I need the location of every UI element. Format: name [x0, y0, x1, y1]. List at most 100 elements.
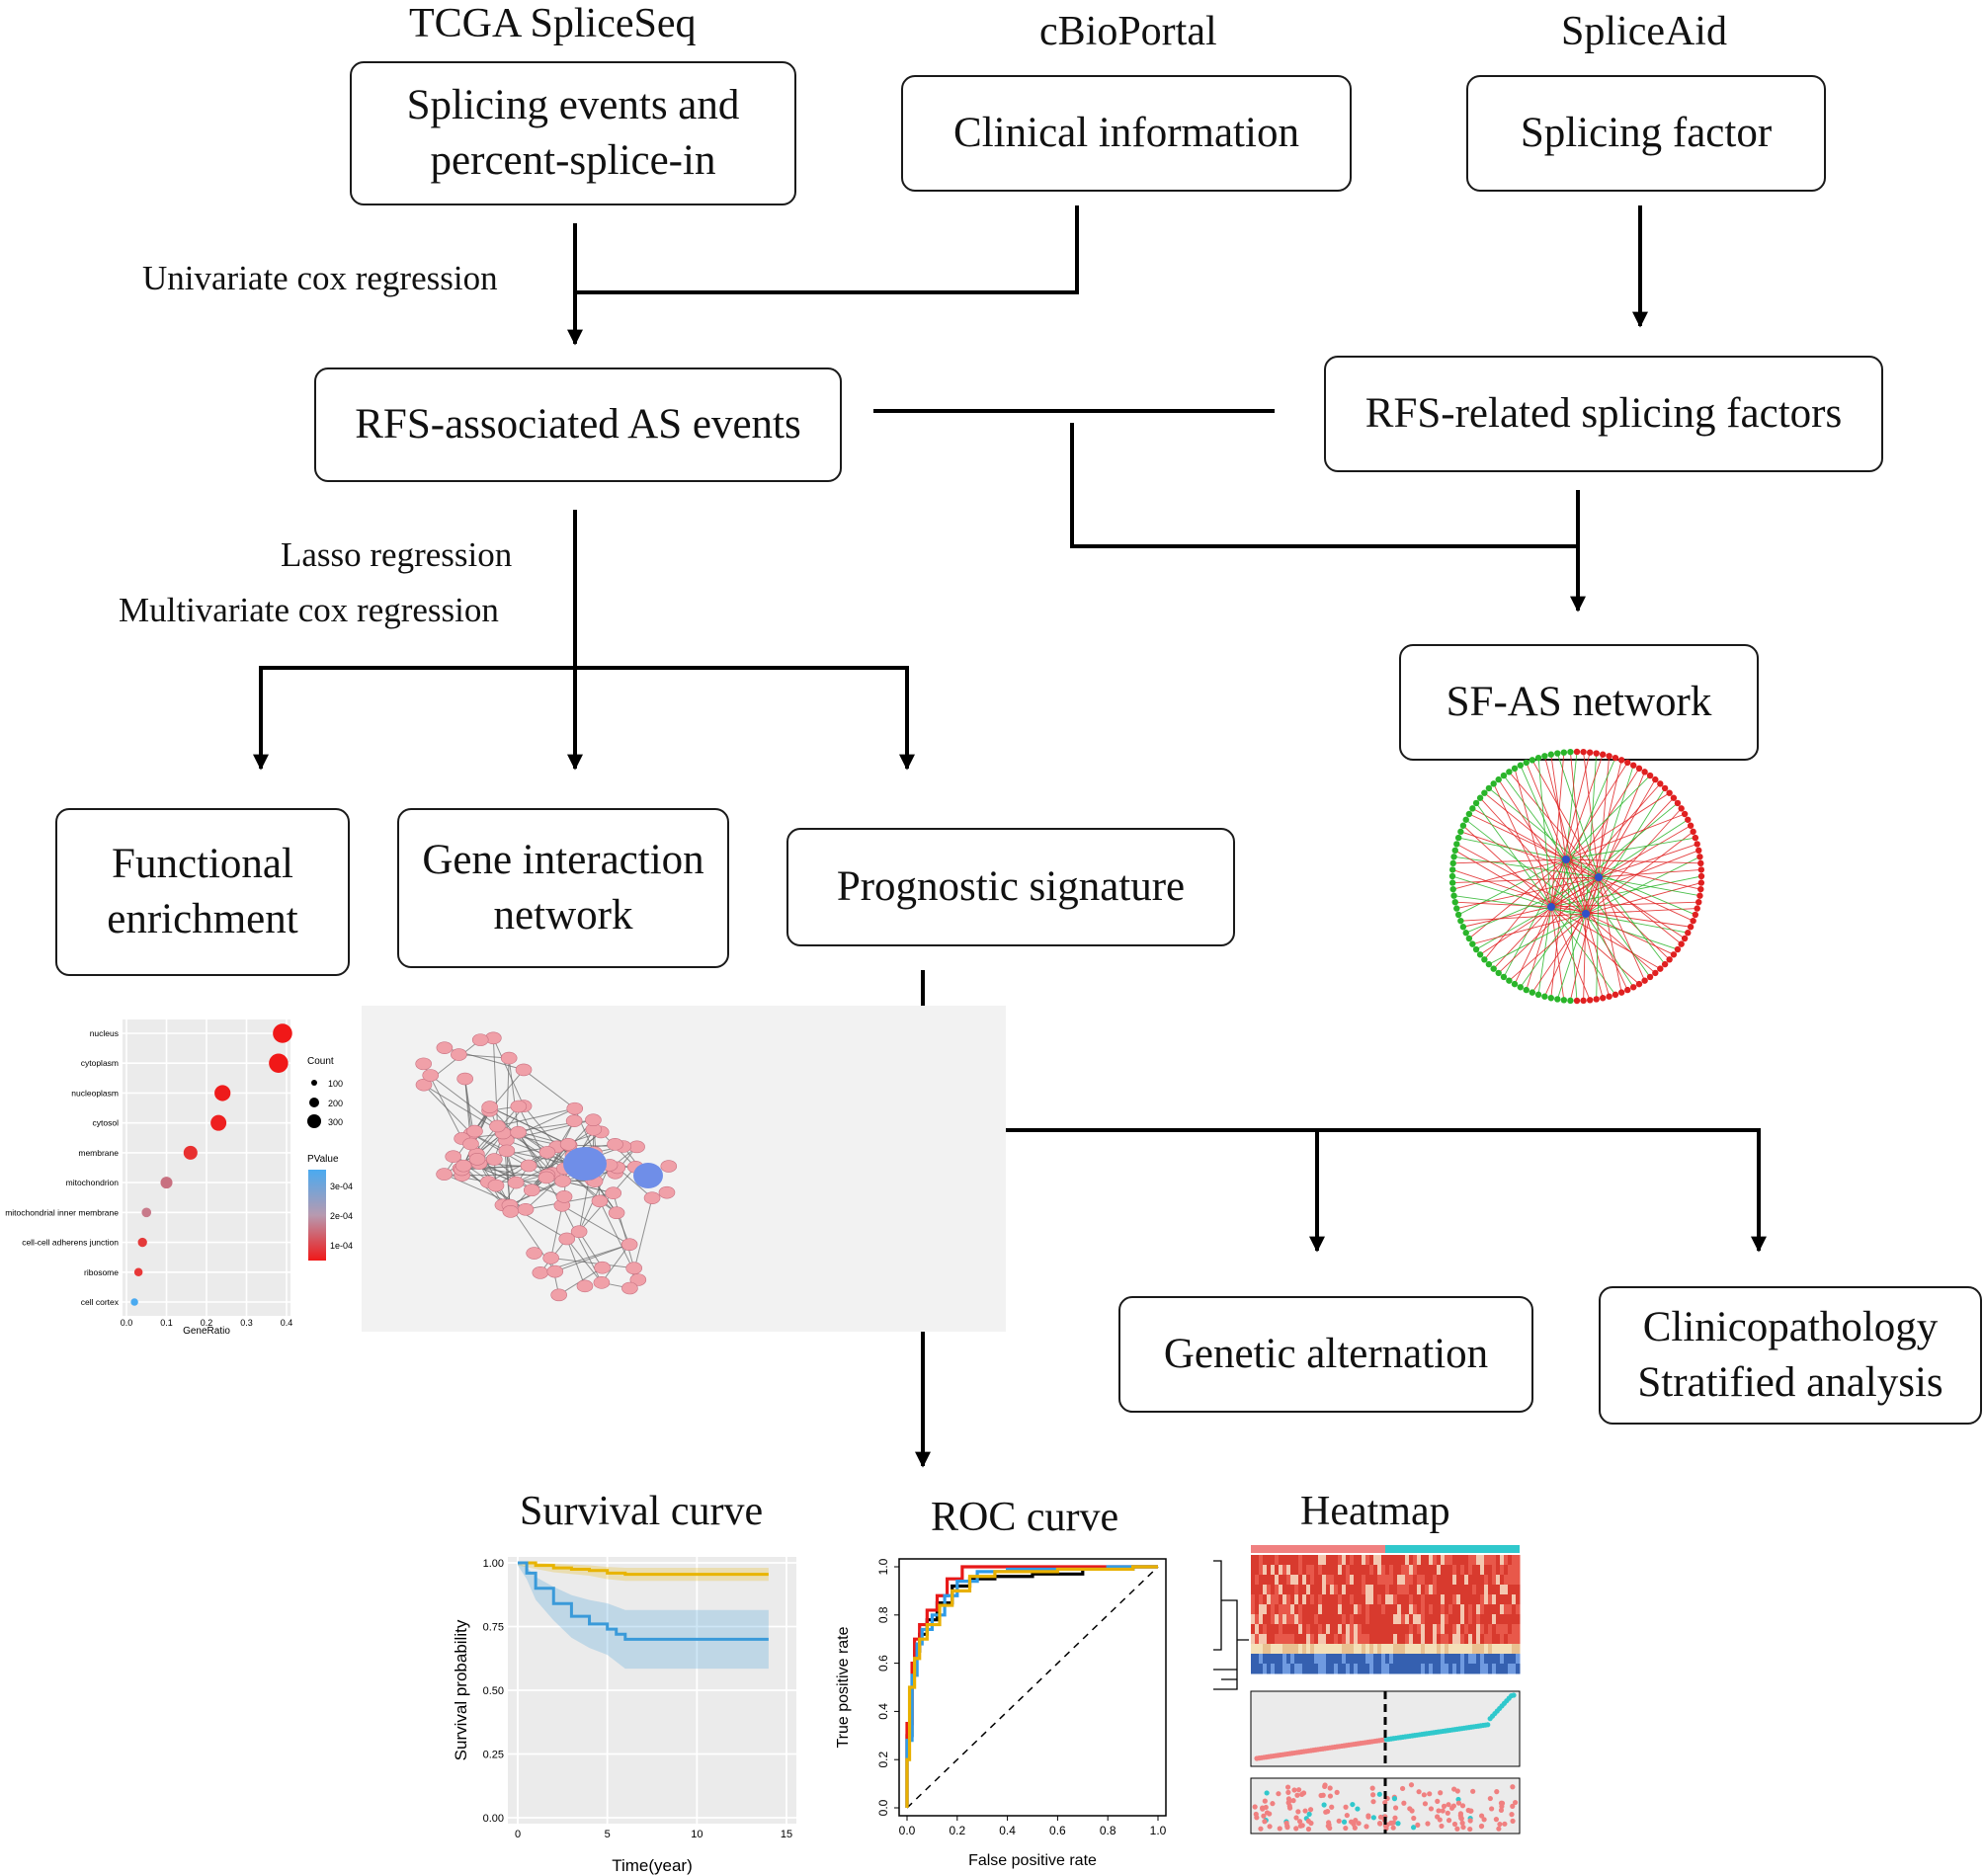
heatmap-cell [1385, 1644, 1390, 1655]
network-node [1490, 780, 1497, 787]
status-point [1276, 1791, 1281, 1797]
heatmap-cell [1259, 1614, 1264, 1625]
network-edge [1585, 913, 1675, 955]
heatmap-cell [1456, 1664, 1461, 1674]
heatmap-cell [1472, 1565, 1477, 1576]
gene-node [566, 1101, 584, 1115]
network-node [1694, 905, 1700, 912]
heatmap-cell [1302, 1585, 1307, 1595]
heatmap-cell [1456, 1634, 1461, 1645]
heatmap-cell [1500, 1614, 1505, 1625]
status-point [1401, 1800, 1407, 1806]
network-edge [1598, 765, 1634, 878]
heatmap-cell [1251, 1555, 1256, 1566]
heatmap-cell [1441, 1555, 1446, 1566]
status-point [1499, 1800, 1506, 1806]
heatmap-cell [1354, 1594, 1359, 1605]
heatmap-cell [1306, 1624, 1311, 1635]
heatmap-cell [1496, 1654, 1501, 1665]
network-node [1580, 748, 1587, 756]
network-node [1547, 751, 1555, 758]
network-edge [1565, 858, 1701, 890]
status-point [1296, 1819, 1303, 1825]
status-point [1320, 1792, 1326, 1798]
network-node [1529, 989, 1536, 996]
heatmap-cell [1456, 1614, 1461, 1625]
status-point [1391, 1796, 1398, 1802]
heatmap-cell [1433, 1565, 1438, 1576]
heatmap-cell [1460, 1664, 1465, 1674]
heatmap-cell [1429, 1624, 1434, 1635]
heatmap-cell [1504, 1585, 1509, 1595]
heatmap-cell [1251, 1654, 1256, 1665]
go-term-label: mitochondrion [66, 1178, 120, 1187]
status-point [1284, 1784, 1291, 1790]
network-edge [1514, 768, 1552, 908]
heatmap-cell [1472, 1644, 1477, 1655]
heatmap-cell [1326, 1654, 1331, 1665]
heatmap-cell [1413, 1585, 1418, 1595]
heatmap-cell [1441, 1585, 1446, 1595]
network-node [1459, 924, 1467, 931]
heatmap-cell [1322, 1654, 1327, 1665]
heatmap-cell [1421, 1594, 1426, 1605]
heatmap-cell [1377, 1644, 1382, 1655]
heatmap-cell [1302, 1664, 1307, 1674]
heatmap-cell [1484, 1604, 1489, 1615]
network-edge [1598, 876, 1622, 993]
heatmap-cell [1425, 1604, 1430, 1615]
heatmap-cell [1448, 1604, 1453, 1615]
heatmap-cell [1310, 1555, 1315, 1566]
status-point [1467, 1826, 1473, 1833]
heatmap-cell [1425, 1644, 1430, 1655]
heatmap-cell [1452, 1664, 1457, 1674]
network-node [1541, 993, 1548, 1000]
survival-ylabel: Survival probability [452, 1619, 470, 1760]
heatmap-cell [1362, 1575, 1366, 1586]
heatmap-cell [1445, 1604, 1449, 1615]
network-edge [1454, 901, 1552, 908]
heatmap-cell [1500, 1575, 1505, 1586]
heatmap-cell [1476, 1555, 1481, 1566]
heatmap-cell [1342, 1654, 1347, 1665]
network-node [1454, 911, 1462, 919]
status-point [1365, 1814, 1371, 1820]
network-node [1580, 997, 1587, 1005]
heatmap-cell [1413, 1565, 1418, 1576]
heatmap-cell [1318, 1624, 1323, 1635]
heatmap-cell [1508, 1565, 1513, 1576]
heatmap-cell [1362, 1654, 1366, 1665]
gene-node [487, 1179, 505, 1192]
heatmap-cell [1512, 1555, 1517, 1566]
heatmap-cell [1488, 1575, 1493, 1586]
heatmap-cell [1373, 1604, 1378, 1615]
heatmap-cell [1429, 1575, 1434, 1586]
heatmap-cell [1298, 1624, 1303, 1635]
heatmap-cell [1476, 1585, 1481, 1595]
title-heatmap: Heatmap [1300, 1488, 1450, 1535]
heatmap-cell [1441, 1575, 1446, 1586]
gene-node [555, 1190, 573, 1203]
heatmap-cell [1425, 1664, 1430, 1674]
network-node [1696, 892, 1703, 899]
gene-edge [423, 1084, 472, 1134]
heatmap-cell [1401, 1585, 1406, 1595]
heatmap-cell [1338, 1664, 1343, 1674]
gene-node [489, 1119, 506, 1133]
heatmap-cell [1263, 1624, 1268, 1635]
gene-edge [489, 1106, 569, 1145]
heatmap-cell [1512, 1594, 1517, 1605]
heatmap-cell [1429, 1604, 1434, 1615]
heatmap-cell [1472, 1594, 1477, 1605]
status-point [1509, 1812, 1515, 1818]
network-node [1652, 775, 1659, 783]
heatmap-cell [1472, 1604, 1477, 1615]
heatmap-cell [1476, 1604, 1481, 1615]
heatmap-cell [1381, 1575, 1386, 1586]
heatmap-cell [1330, 1624, 1335, 1635]
heatmap-cell [1346, 1594, 1351, 1605]
gene-edge [489, 1106, 553, 1175]
heatmap-cell [1338, 1644, 1343, 1655]
heatmap-cell [1401, 1575, 1406, 1586]
status-point [1334, 1789, 1340, 1795]
